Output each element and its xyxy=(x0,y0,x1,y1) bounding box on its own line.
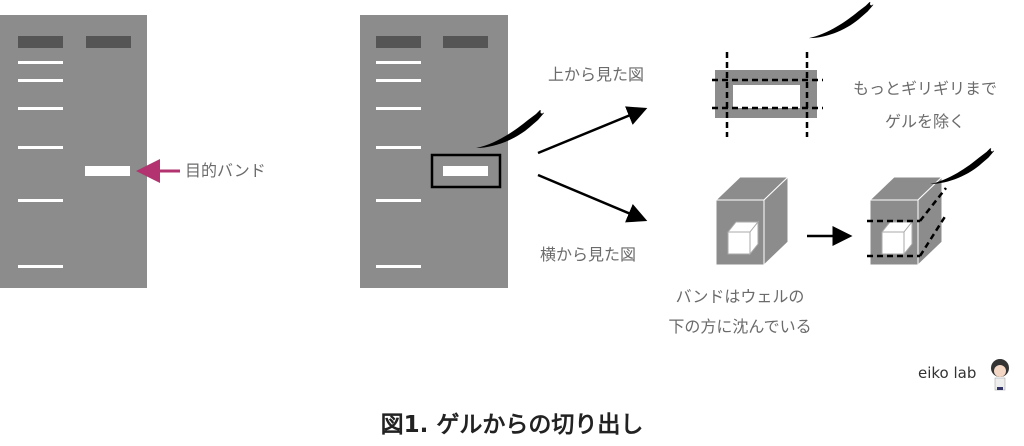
sink-note-line2: 下の方に沈んでいる xyxy=(668,317,812,336)
trim-note: もっとギリギリまで ゲルを除く xyxy=(830,72,1020,138)
top-view xyxy=(712,52,823,137)
cut-box xyxy=(430,153,502,189)
logo-text: eiko lab xyxy=(918,364,977,382)
gel-2 xyxy=(360,15,508,288)
cube-2 xyxy=(867,175,948,267)
trim-note-line2: ゲルを除く xyxy=(884,112,965,131)
top-view-label: 上から見た図 xyxy=(548,65,645,84)
knife-icon xyxy=(808,2,874,39)
sink-note: バンドはウェルの 下の方に沈んでいる xyxy=(650,282,830,342)
gel-1 xyxy=(0,15,147,288)
sink-note-line1: バンドはウェルの xyxy=(675,287,805,306)
side-view-label: 横から見た図 xyxy=(540,245,637,264)
target-band xyxy=(85,166,130,176)
target-band-label: 目的バンド xyxy=(185,161,266,180)
arrow-side-view xyxy=(537,173,648,223)
arrow-top-view xyxy=(537,106,648,155)
cube-1 xyxy=(714,175,790,267)
avatar xyxy=(991,359,1009,391)
trim-note-line1: もっとギリギリまで xyxy=(852,79,997,98)
figure-caption: 図1. ゲルからの切り出し xyxy=(380,412,644,438)
ladder-bands xyxy=(18,61,63,268)
